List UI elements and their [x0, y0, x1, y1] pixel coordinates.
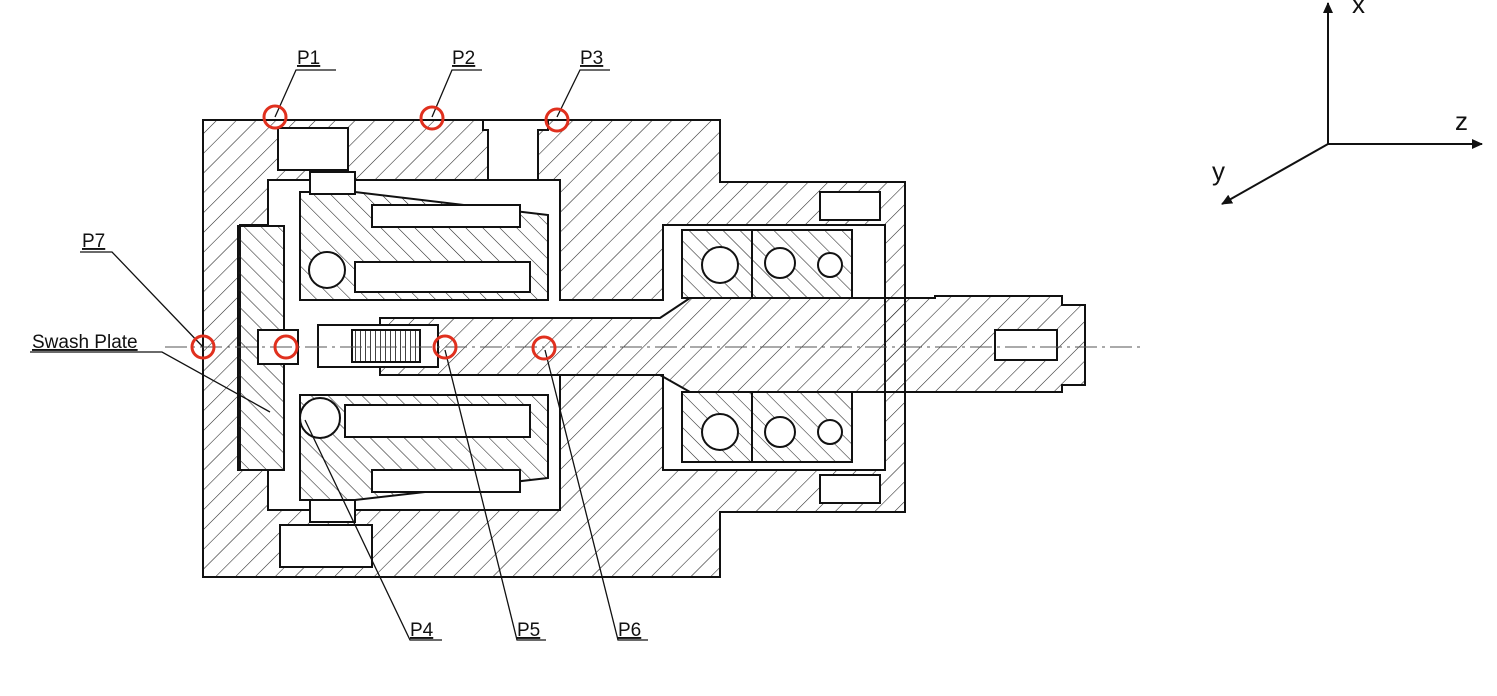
measurement-point-markers	[190, 104, 570, 361]
bearing-ball	[764, 416, 796, 448]
leader-lines	[30, 69, 648, 641]
marker-p3	[544, 107, 570, 133]
marker-p5	[432, 334, 458, 360]
y-axis-arrow	[1221, 143, 1329, 205]
label-p3: P3	[580, 48, 603, 69]
label-p1: P1	[297, 48, 320, 69]
z-axis-label: z	[1455, 106, 1468, 136]
piston-lower	[344, 404, 531, 438]
bearing-ball	[817, 419, 843, 445]
marker-p1	[262, 104, 288, 130]
top-port	[277, 119, 549, 568]
drive-shaft	[317, 295, 1086, 393]
coordinate-axes	[1221, 2, 1483, 205]
bearing-ball	[817, 252, 843, 278]
marker-p7	[190, 334, 216, 360]
y-axis-label: y	[1212, 156, 1225, 186]
shaft-key	[994, 329, 1058, 361]
cylinder-block	[299, 171, 549, 523]
label-p5: P5	[517, 620, 540, 641]
piston-ball-upper	[308, 251, 346, 289]
label-swash-plate: Swash Plate	[32, 332, 138, 353]
bearing-ball	[701, 246, 739, 284]
spring	[351, 329, 421, 363]
label-p4: P4	[410, 620, 434, 641]
marker-p4	[273, 334, 299, 360]
marker-p6	[531, 335, 557, 361]
piston-upper	[354, 261, 531, 293]
label-p6: P6	[618, 620, 641, 641]
bearings	[681, 191, 881, 504]
piston-ball-lower	[299, 397, 341, 439]
label-p2: P2	[452, 48, 475, 69]
label-p7: P7	[82, 231, 105, 252]
bearing-ball	[764, 247, 796, 279]
bearing-ball	[701, 413, 739, 451]
marker-p2	[419, 105, 445, 131]
x-axis-label: x	[1352, 0, 1365, 19]
